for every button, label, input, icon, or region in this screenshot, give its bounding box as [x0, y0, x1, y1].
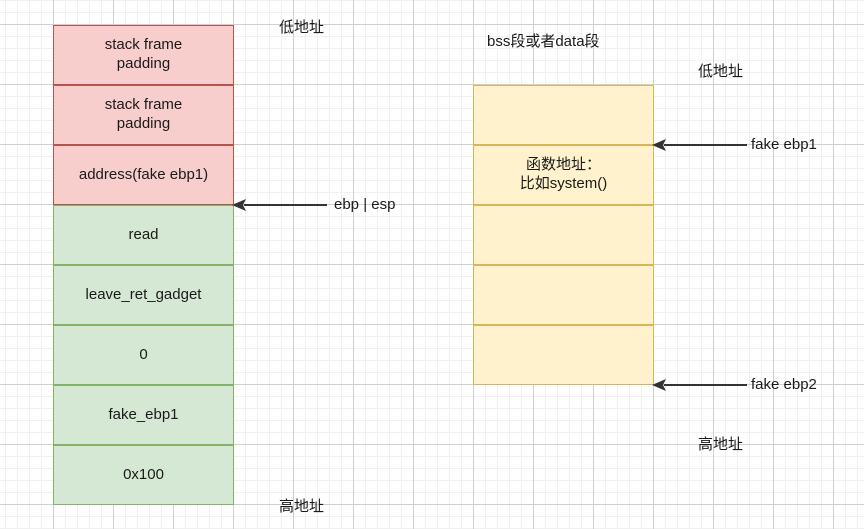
memory-section-heading: bss段或者data段: [487, 33, 600, 50]
memory-cell-function-address: 函数地址： 比如system(): [473, 145, 654, 205]
stack-cell-fake-ebp1: fake_ebp1: [53, 385, 234, 445]
memory-cell-4: [473, 265, 654, 325]
memory-fake-ebp2-label: fake ebp2: [751, 376, 817, 393]
arrow-fake-ebp1: [652, 135, 748, 155]
arrow-ebp-esp: [232, 195, 328, 215]
memory-cell-1: [473, 85, 654, 145]
stack-cell-zero: 0: [53, 325, 234, 385]
stack-cell-read: read: [53, 205, 234, 265]
stack-ebp-esp-label: ebp | esp: [334, 196, 396, 213]
stack-cell-stack-frame-padding-1: stack frame padding: [53, 25, 234, 85]
memory-cell-3: [473, 205, 654, 265]
stack-high-address-label: 高地址: [279, 498, 325, 515]
stack-cell-address-fake-ebp1: address(fake ebp1): [53, 145, 234, 205]
arrow-fake-ebp2: [652, 375, 748, 395]
memory-cell-5: [473, 325, 654, 385]
memory-fake-ebp1-label: fake ebp1: [751, 136, 817, 153]
stack-cell-leave-ret-gadget: leave_ret_gadget: [53, 265, 234, 325]
stack-cell-stack-frame-padding-2: stack frame padding: [53, 85, 234, 145]
stack-cell-0x100: 0x100: [53, 445, 234, 505]
memory-low-address-label: 低地址: [698, 63, 744, 80]
memory-high-address-label: 高地址: [698, 436, 744, 453]
stack-low-address-label: 低地址: [279, 19, 325, 36]
